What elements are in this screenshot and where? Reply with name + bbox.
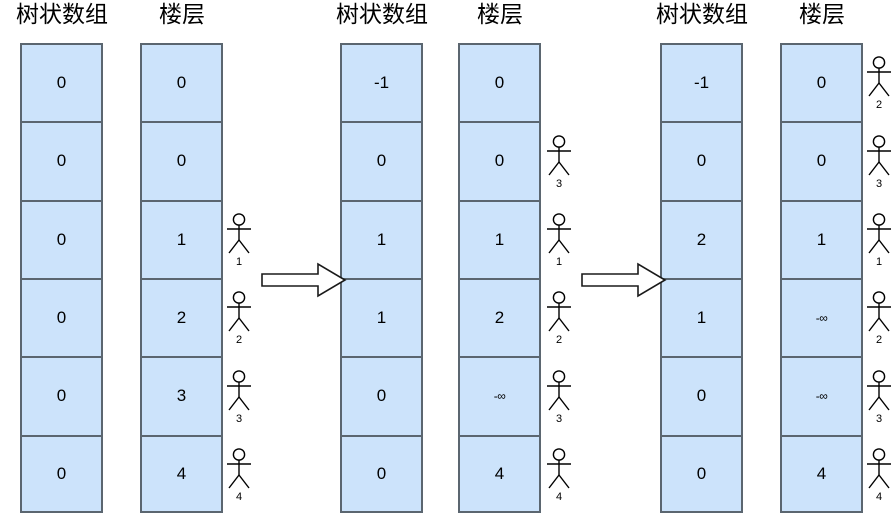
- state-middle-tree-array-cell-4: 1: [342, 279, 421, 359]
- state-final-floor-cell-2: 0: [782, 123, 861, 202]
- state-final-tree-array-cell-2: 0: [662, 123, 741, 202]
- state-middle-floor-cell-3: 1: [460, 201, 539, 280]
- state-initial-tree-array-cell-4: 0: [22, 279, 101, 359]
- state-middle-floor-cell-4: 2: [460, 279, 539, 359]
- arrow-2-to-3: [581, 262, 667, 298]
- state-initial-floor-cell-6: 4: [142, 436, 221, 511]
- state-initial-person-row-5: 3: [222, 369, 256, 427]
- stick-figure-icon: [547, 291, 571, 332]
- state-final-person-label-5: 3: [875, 413, 883, 425]
- state-middle-floor-cell-2: 0: [460, 123, 539, 202]
- state-middle-floor-title: 楼层: [477, 2, 523, 28]
- state-middle-tree-array-cell-1: -1: [342, 45, 421, 124]
- state-middle-person-row-6: 4: [542, 447, 576, 505]
- state-final-floor-cell-4: -∞: [782, 279, 861, 359]
- state-middle-floor-cell-6: 4: [460, 436, 539, 511]
- state-initial-tree-array-title: 树状数组: [16, 2, 108, 28]
- stick-figure-icon: [867, 291, 891, 332]
- state-final-floor-cell-3: 1: [782, 201, 861, 280]
- stick-figure-icon: [227, 291, 251, 332]
- state-middle-person-row-3: 1: [542, 212, 576, 270]
- state-final-person-label-2: 3: [875, 178, 883, 190]
- state-middle-person-label-5: 3: [555, 413, 563, 425]
- state-initial-person-label-4: 2: [235, 334, 243, 346]
- stick-figure-icon: [867, 135, 891, 176]
- stick-figure-icon: [867, 448, 891, 489]
- state-middle-person-label-4: 2: [555, 334, 563, 346]
- state-middle-floor-cell-1: 0: [460, 45, 539, 124]
- state-final-floor-cell-6: 4: [782, 436, 861, 511]
- state-middle-person-label-2: 3: [555, 178, 563, 190]
- state-final-person-row-2: 3: [862, 134, 891, 192]
- stick-figure-icon: [867, 213, 891, 254]
- state-middle-floor-cell-5: -∞: [460, 358, 539, 437]
- state-initial-person-row-4: 2: [222, 290, 256, 348]
- stick-figure-icon: [547, 370, 571, 411]
- state-middle-person-row-2: 3: [542, 134, 576, 192]
- state-final-tree-array-cell-3: 2: [662, 201, 741, 280]
- state-middle-tree-array-cell-3: 1: [342, 201, 421, 280]
- state-final-floor-cell-1: 0: [782, 45, 861, 124]
- state-initial-floor-title: 楼层: [159, 2, 205, 28]
- state-initial-person-label-5: 3: [235, 413, 243, 425]
- state-middle-person-row-5: 3: [542, 369, 576, 427]
- state-final-person-row-5: 3: [862, 369, 891, 427]
- state-final-floor-title: 楼层: [799, 2, 845, 28]
- stick-figure-icon: [867, 56, 891, 97]
- block-arrow-icon: [581, 262, 667, 298]
- state-final-tree-array-title: 树状数组: [656, 2, 748, 28]
- state-final-person-row-3: 1: [862, 212, 891, 270]
- stick-figure-icon: [227, 370, 251, 411]
- stick-figure-icon: [227, 213, 251, 254]
- state-middle-tree-array-cell-2: 0: [342, 123, 421, 202]
- state-final-person-label-6: 4: [875, 491, 883, 503]
- stick-figure-icon: [547, 448, 571, 489]
- state-final-person-row-6: 4: [862, 447, 891, 505]
- state-initial-tree-array-cell-2: 0: [22, 123, 101, 202]
- state-final-person-label-3: 1: [875, 256, 883, 268]
- state-final-person-label-1: 2: [875, 99, 883, 111]
- state-middle-person-row-4: 2: [542, 290, 576, 348]
- state-middle-tree-array-cell-6: 0: [342, 436, 421, 511]
- state-initial-floor-cell-4: 2: [142, 279, 221, 359]
- state-initial-tree-array-cell-5: 0: [22, 358, 101, 437]
- state-middle-person-label-3: 1: [555, 256, 563, 268]
- state-initial-person-row-6: 4: [222, 447, 256, 505]
- state-initial-person-label-3: 1: [235, 256, 243, 268]
- state-initial-floor-cell-2: 0: [142, 123, 221, 202]
- state-middle-person-label-6: 4: [555, 491, 563, 503]
- stick-figure-icon: [547, 135, 571, 176]
- state-initial-tree-array-cell-1: 0: [22, 45, 101, 124]
- state-middle-tree-array-title: 树状数组: [336, 2, 428, 28]
- state-initial-person-row-3: 1: [222, 212, 256, 270]
- arrow-1-to-2: [261, 262, 347, 298]
- state-final-tree-array-cell-6: 0: [662, 436, 741, 511]
- state-final-person-row-1: 2: [862, 55, 891, 113]
- state-final-person-label-4: 2: [875, 334, 883, 346]
- state-initial-floor-cell-1: 0: [142, 45, 221, 124]
- state-final-person-row-4: 2: [862, 290, 891, 348]
- state-initial-tree-array-cell-3: 0: [22, 201, 101, 280]
- state-final-tree-array-cell-5: 0: [662, 358, 741, 437]
- block-arrow-icon: [261, 262, 347, 298]
- state-initial-tree-array-cell-6: 0: [22, 436, 101, 511]
- stick-figure-icon: [227, 448, 251, 489]
- state-final-tree-array-cell-1: -1: [662, 45, 741, 124]
- state-middle-tree-array-cell-5: 0: [342, 358, 421, 437]
- state-final-tree-array-cell-4: 1: [662, 279, 741, 359]
- state-initial-floor-cell-5: 3: [142, 358, 221, 437]
- stick-figure-icon: [867, 370, 891, 411]
- state-initial-person-label-6: 4: [235, 491, 243, 503]
- stick-figure-icon: [547, 213, 571, 254]
- state-initial-floor-cell-3: 1: [142, 201, 221, 280]
- state-final-floor-cell-5: -∞: [782, 358, 861, 437]
